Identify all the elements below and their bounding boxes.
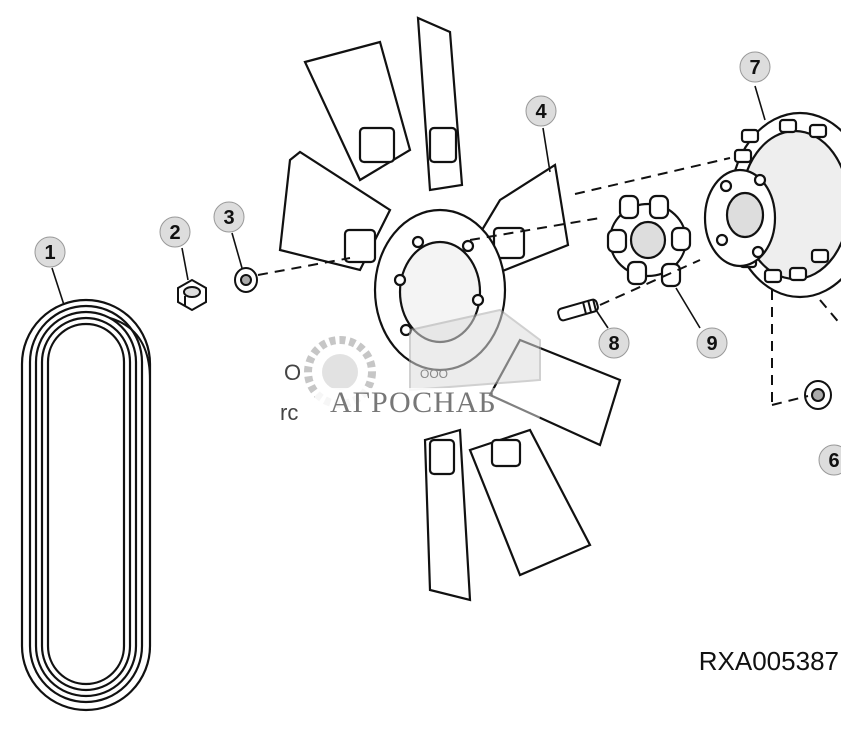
leader-9 xyxy=(675,287,701,329)
watermark-brand: АГРОСНАБ xyxy=(330,386,497,419)
watermark-logo xyxy=(304,308,541,422)
leader-1 xyxy=(51,267,65,306)
callout-4: 4 xyxy=(525,95,557,127)
spacer-plate xyxy=(606,194,692,288)
callout-number: 6 xyxy=(828,450,839,472)
callout-number: 3 xyxy=(223,207,234,229)
leader-2 xyxy=(181,247,189,281)
callout-9: 9 xyxy=(696,327,728,359)
flange-nut xyxy=(804,380,832,410)
leader-4 xyxy=(542,127,551,173)
washer xyxy=(234,267,258,293)
callout-8: 8 xyxy=(598,327,630,359)
leader-8 xyxy=(595,309,609,329)
watermark-fragment-bottom: rc xyxy=(280,400,298,425)
callout-2: 2 xyxy=(159,216,191,248)
leader-7 xyxy=(754,85,766,121)
callout-number: 7 xyxy=(749,57,760,79)
callout-number: 9 xyxy=(706,333,717,355)
callout-number: 8 xyxy=(608,333,619,355)
leader-3 xyxy=(231,232,243,269)
callout-3: 3 xyxy=(213,201,245,233)
figure-reference-code: RXA005387 xyxy=(699,646,839,676)
drive-belt xyxy=(20,298,152,712)
callout-number: 2 xyxy=(169,222,180,244)
callout-6: 6 xyxy=(818,444,841,476)
watermark-prefix: ООО xyxy=(420,367,448,381)
assembly-axis-lines xyxy=(257,157,841,406)
stud-bolt xyxy=(557,298,599,322)
watermark-fragment-top: O xyxy=(284,360,301,385)
callout-1: 1 xyxy=(34,236,66,268)
callout-7: 7 xyxy=(739,51,771,83)
fan-clutch xyxy=(703,111,841,299)
callout-number: 1 xyxy=(44,242,55,264)
cooling-fan xyxy=(278,16,622,602)
hex-nut xyxy=(177,278,207,312)
callout-number: 4 xyxy=(535,101,547,123)
